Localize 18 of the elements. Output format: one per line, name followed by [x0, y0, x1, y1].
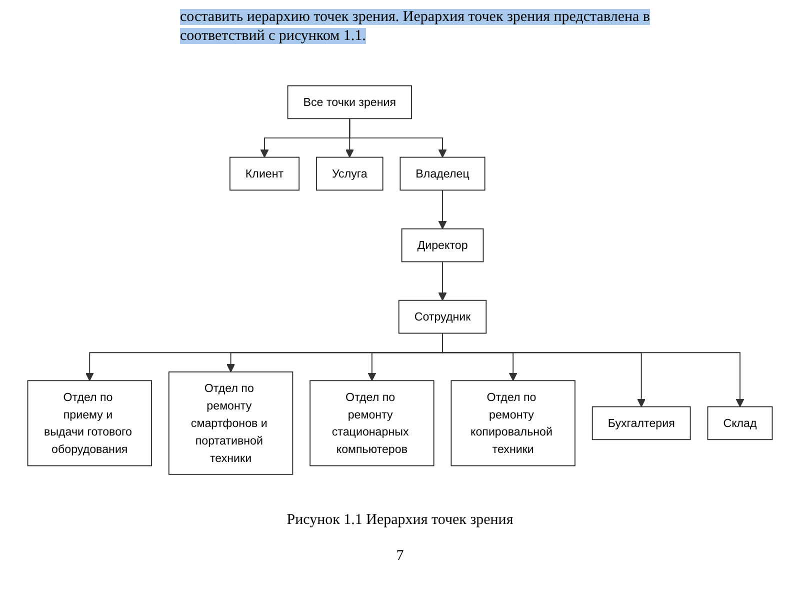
process-box: Клиент — [229, 156, 300, 191]
process-box: Отдел по ремонту смартфонов и портативной техники — [168, 371, 294, 475]
process-box: Бухгалтерия — [592, 406, 691, 440]
arrow — [438, 190, 447, 230]
body-text: составить иерархию точек зрения. Иерархия точек зрения представлена в соответствий с рисунком 1.1. — [180, 8, 650, 46]
process-box: Отдел по приему и выдачи готового оборудования — [27, 380, 152, 466]
process-box: Владелец — [400, 156, 486, 191]
arrow — [349, 118, 447, 158]
process-box: Все точки зрения — [287, 85, 412, 120]
arrow — [438, 261, 447, 301]
page-number: 7 — [396, 548, 404, 565]
process-box: Директор — [401, 228, 484, 262]
process-box: Отдел по ремонту стационарных компьютеров — [310, 380, 434, 466]
process-box: Отдел по ремонту копировальной техники — [450, 380, 576, 466]
process-box: Услуга — [316, 156, 384, 191]
process-box: Склад — [707, 406, 773, 440]
process-box: Сотрудник — [398, 300, 487, 334]
figure-caption: Рисунок 1.1 Иерархия точек зрения — [286, 512, 514, 529]
